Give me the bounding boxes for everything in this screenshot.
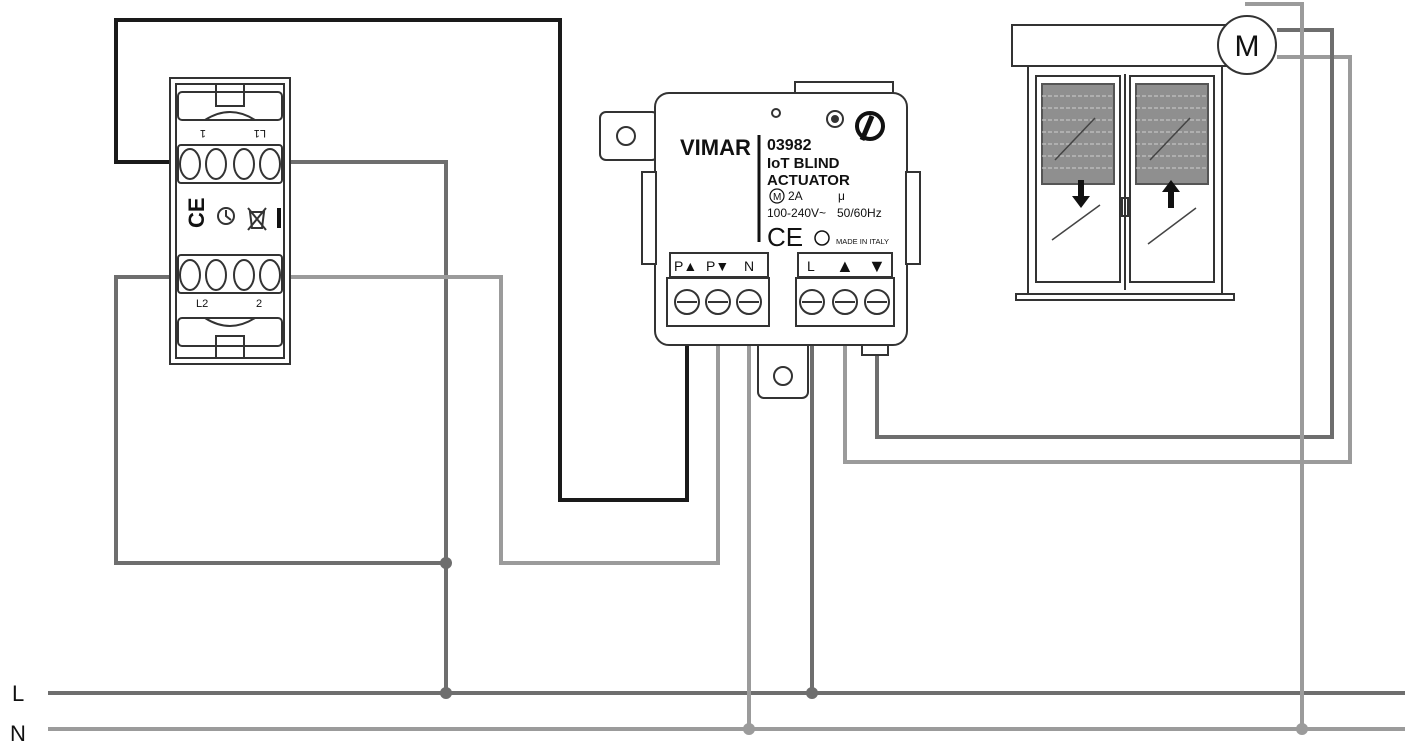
switch-bottom-clip [215, 335, 245, 359]
actuator-voltage: 100-240V~ [767, 206, 826, 220]
terminal-label-down: ▼ [868, 256, 886, 276]
wire-actuator-down-to-motor [875, 28, 1334, 439]
switch-terminal-2-label: 2 [256, 298, 262, 310]
switch-bottom-terminals [177, 254, 283, 294]
weee-bin-icon [247, 207, 267, 231]
blind-slats [1042, 95, 1208, 169]
blind-box [1011, 24, 1238, 67]
left-pane [1035, 75, 1121, 283]
terminal-label-p-up: P▲ [674, 258, 697, 274]
wire-switch-2-to-p-down [270, 275, 720, 565]
switch-ce-mark: CE [184, 197, 209, 228]
terminal-screw [179, 148, 201, 180]
actuator-ce-mark: CE [767, 222, 803, 252]
switch-bottom-bracket [177, 317, 283, 347]
led-indicator-icon [771, 108, 781, 118]
terminal-label-n: N [744, 258, 754, 274]
blind-motor [1217, 15, 1277, 75]
switch-clock-icon [217, 207, 235, 225]
switch-top-arch [204, 111, 256, 121]
certification-logo-icon [855, 111, 885, 141]
actuator-micro-symbol: μ [838, 189, 845, 203]
wire-switch-l2-to-junction [114, 275, 446, 565]
actuator-made-in: MADE IN ITALY [836, 237, 889, 246]
blind-actuator [599, 81, 921, 399]
terminal-screw [259, 259, 281, 291]
actuator-right-rail [905, 171, 921, 265]
terminal-label-p-down: P▼ [706, 258, 729, 274]
switch-terminal-l2-label: L2 [196, 298, 208, 310]
wire-actuator-up-to-motor [843, 55, 1352, 464]
terminal-screw [259, 148, 281, 180]
switch-top-terminals [177, 144, 283, 184]
terminal-screw [205, 259, 227, 291]
terminal-screw [233, 259, 255, 291]
actuator-motor-symbol: M [773, 192, 781, 203]
switch-terminal-1-label: 1 [200, 127, 206, 139]
right-blind-shade [1135, 83, 1209, 185]
mounting-hole [773, 366, 793, 386]
junction-dot [440, 557, 452, 569]
terminal-label-up: ▲ [836, 256, 854, 276]
blind-down-arrow-icon [1072, 180, 1090, 208]
actuator-code: 03982 [767, 137, 812, 154]
neutral-bus-label: N [10, 721, 26, 746]
junction-dot [806, 687, 818, 699]
mounting-hole [616, 126, 636, 146]
actuator-left-rail [641, 171, 657, 265]
terminal-block [177, 254, 283, 294]
terminal-block [177, 144, 283, 184]
actuator-name-line2: ACTUATOR [767, 172, 850, 189]
wire-switch-l1-to-line [270, 160, 448, 693]
actuator-name-line1: IoT BLIND [767, 155, 840, 172]
switch-top-bracket [177, 91, 283, 121]
reset-button-dot [831, 115, 839, 123]
junction-dot [743, 723, 755, 735]
actuator-brand: VIMAR [680, 135, 751, 160]
motor-label: M [1235, 30, 1260, 63]
roller-blind-window [1011, 24, 1238, 301]
switch-terminal-l1-label: L1 [254, 127, 266, 139]
terminal-screw [179, 259, 201, 291]
line-bus-label: L [12, 681, 24, 706]
switch-top-clip [215, 83, 245, 107]
wire-motor-to-neutral [1245, 2, 1304, 729]
actuator-approval-ring [814, 230, 830, 246]
window-handle [1121, 197, 1129, 217]
actuator-frequency: 50/60Hz [837, 206, 882, 220]
terminal-screw [205, 148, 227, 180]
switch-marker-bar [277, 208, 281, 228]
actuator-bottom-lip [861, 344, 889, 356]
wall-switch [169, 77, 291, 365]
junctions [440, 557, 1308, 735]
junction-dot [1296, 723, 1308, 735]
terminal-label-l: L [807, 258, 815, 274]
terminal-label-bar-right [797, 252, 893, 278]
actuator-motor-symbol-ring [769, 188, 785, 204]
switch-body [169, 77, 291, 365]
glass-reflections [1051, 117, 1197, 245]
left-blind-shade [1041, 83, 1115, 185]
actuator-current: 2A [788, 189, 803, 203]
window-sill [1015, 293, 1235, 301]
junction-dot [440, 687, 452, 699]
wires [48, 2, 1405, 731]
wire-switch-1-to-p-up [114, 18, 689, 502]
terminal-screw [233, 148, 255, 180]
switch-bottom-arch [204, 317, 256, 327]
blind-up-arrow-icon [1162, 180, 1180, 208]
switch-clock-hands [225, 210, 232, 221]
right-pane [1129, 75, 1215, 283]
